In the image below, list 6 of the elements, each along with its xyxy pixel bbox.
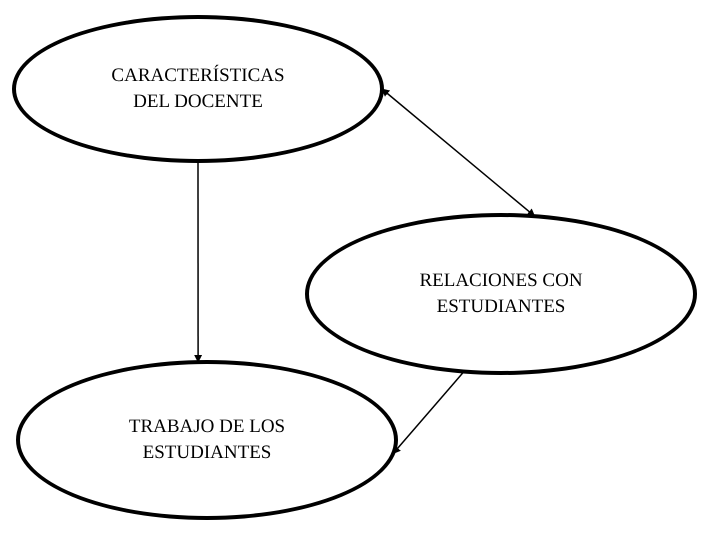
node-label: TRABAJO DE LOS ESTUDIANTES — [128, 415, 286, 465]
arrow — [381, 88, 536, 217]
node-label: CARACTERÍSTICAS DEL DOCENTE — [110, 64, 286, 114]
node-label: RELACIONES CON ESTUDIANTES — [418, 269, 584, 319]
arrow — [194, 161, 202, 363]
arrow — [392, 371, 465, 454]
